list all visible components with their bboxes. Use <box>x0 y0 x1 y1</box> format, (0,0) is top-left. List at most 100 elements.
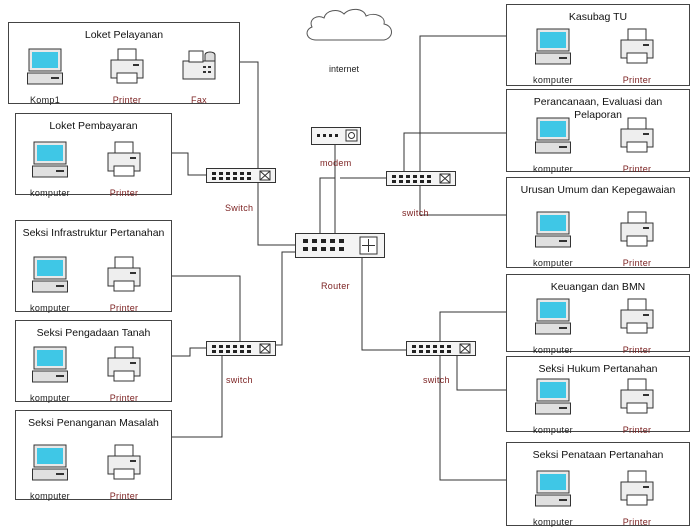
device-label: Printer <box>622 75 652 85</box>
office-box-loket-pembayaran: Loket Pembayaran komputer Printer <box>15 113 172 198</box>
device-label: Komp1 <box>29 95 61 105</box>
device-label: Printer <box>622 425 652 435</box>
device-label: komputer <box>30 303 70 313</box>
device-label: Printer <box>622 258 652 268</box>
office-title: Seksi Hukum Pertanahan <box>538 363 658 375</box>
computer-icon <box>535 28 571 65</box>
switch-icon-right-top <box>386 171 456 191</box>
printer-device: Printer <box>607 116 667 174</box>
router-icon <box>295 233 385 263</box>
computer-device: komputer <box>20 345 80 403</box>
internet-cloud <box>302 6 398 51</box>
printer-icon <box>620 378 654 414</box>
fax-device: Fax <box>169 47 229 105</box>
device-label: komputer <box>30 393 70 403</box>
printer-device: Printer <box>607 210 667 268</box>
printer-icon <box>620 117 654 153</box>
printer-device: Printer <box>607 469 667 527</box>
office-box-loket-pelayanan: Loket Pelayanan Komp1 Printer Fax <box>8 22 240 105</box>
device-label: Printer <box>109 188 139 198</box>
device-label: Printer <box>109 303 139 313</box>
switch-icon-right-bottom <box>406 341 476 361</box>
printer-icon <box>620 28 654 64</box>
office-box-kasubag-tu: Kasubag TU komputer Printer <box>506 4 690 86</box>
office-box-keuangan: Keuangan dan BMN komputer Printer <box>506 274 690 355</box>
computer-icon <box>32 346 68 383</box>
device-label: Printer <box>622 517 652 527</box>
printer-icon <box>620 211 654 247</box>
printer-device: Printer <box>94 345 154 403</box>
device-label: komputer <box>30 491 70 501</box>
printer-icon <box>107 444 141 480</box>
device-label: Printer <box>622 345 652 355</box>
printer-icon <box>107 141 141 177</box>
computer-icon <box>535 298 571 335</box>
printer-device: Printer <box>607 27 667 85</box>
switch-label-right-bottom: switch <box>423 375 450 385</box>
office-title: Urusan Umum dan Kepegawaian <box>520 184 676 196</box>
printer-device: Printer <box>607 377 667 435</box>
device-label: komputer <box>533 345 573 355</box>
device-label: komputer <box>533 258 573 268</box>
switch-icon-left-bottom <box>206 341 276 361</box>
computer-icon <box>535 378 571 415</box>
office-title: Seksi Infrastruktur Pertanahan <box>22 227 165 239</box>
printer-device: Printer <box>94 255 154 313</box>
office-title: Loket Pembayaran <box>49 120 138 132</box>
device-label: Fax <box>191 95 207 105</box>
office-box-seksi-infrastruktur: Seksi Infrastruktur Pertanahan komputer … <box>15 220 172 313</box>
printer-icon <box>107 256 141 292</box>
device-label: komputer <box>533 517 573 527</box>
router-label: Router <box>321 281 350 291</box>
office-title: Kasubag TU <box>568 11 628 23</box>
internet-label: internet <box>329 64 360 74</box>
computer-device: komputer <box>523 116 583 174</box>
office-title: Seksi Penanganan Masalah <box>28 417 159 429</box>
modem-label: modem <box>320 158 352 168</box>
modem-icon <box>311 127 361 150</box>
office-box-seksi-hukum: Seksi Hukum Pertanahan komputer Printer <box>506 356 690 435</box>
device-label: komputer <box>533 164 573 174</box>
computer-device: komputer <box>523 377 583 435</box>
computer-device: komputer <box>523 297 583 355</box>
device-label: Printer <box>109 393 139 403</box>
printer-icon <box>107 346 141 382</box>
office-title: Perancanaan, Evaluasi dan Pelaporan <box>533 96 663 121</box>
office-title: Seksi Pengadaan Tanah <box>36 327 151 339</box>
computer-icon <box>32 141 68 178</box>
printer-device: Printer <box>94 443 154 501</box>
switch-label-left-top: Switch <box>225 203 254 213</box>
computer-device: komputer <box>20 443 80 501</box>
printer-device: Printer <box>607 297 667 355</box>
computer-device: komputer <box>20 140 80 198</box>
device-label: komputer <box>30 188 70 198</box>
computer-device: Komp1 <box>15 47 75 105</box>
switch-label-left-bottom: switch <box>226 375 253 385</box>
switch-icon-left-top <box>206 168 276 188</box>
switch-label-right-top: switch <box>402 208 429 218</box>
printer-icon <box>620 470 654 506</box>
office-box-urusan-umum: Urusan Umum dan Kepegawaian komputer Pri… <box>506 177 690 268</box>
printer-icon <box>620 298 654 334</box>
office-box-seksi-penataan: Seksi Penataan Pertanahan komputer Print… <box>506 442 690 527</box>
office-box-seksi-penanganan: Seksi Penanganan Masalah komputer Printe… <box>15 410 172 501</box>
device-label: Printer <box>109 491 139 501</box>
computer-icon <box>32 444 68 481</box>
computer-icon <box>535 470 571 507</box>
printer-device: Printer <box>97 47 157 105</box>
device-label: Printer <box>622 164 652 174</box>
printer-icon <box>110 48 144 84</box>
computer-device: komputer <box>523 469 583 527</box>
device-label: Printer <box>112 95 142 105</box>
computer-icon <box>27 48 63 85</box>
office-title: Seksi Penataan Pertanahan <box>532 449 664 461</box>
office-title: Keuangan dan BMN <box>550 281 646 293</box>
fax-icon <box>182 50 216 80</box>
computer-device: komputer <box>523 27 583 85</box>
device-label: komputer <box>533 75 573 85</box>
office-box-perancanaan: Perancanaan, Evaluasi dan Pelaporan komp… <box>506 89 690 174</box>
computer-device: komputer <box>523 210 583 268</box>
office-title: Loket Pelayanan <box>84 29 164 41</box>
